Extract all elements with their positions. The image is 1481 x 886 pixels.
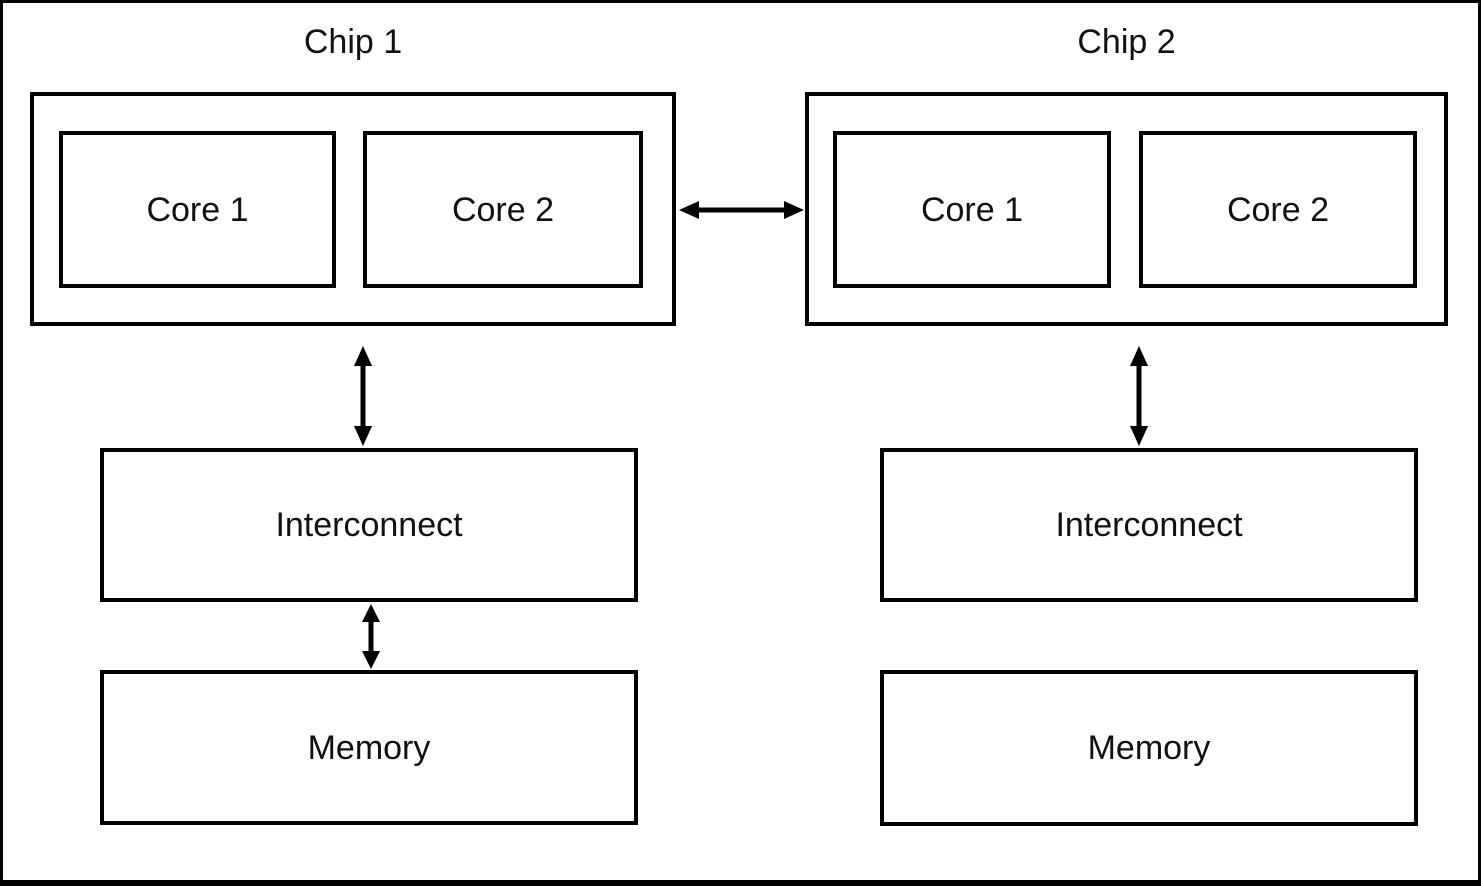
chip1-title: Chip 1 bbox=[303, 23, 403, 61]
chip1-memory-box: Memory bbox=[100, 670, 638, 825]
chip1-chip2-arrow bbox=[679, 201, 804, 219]
chip1-interconnect-label: Interconnect bbox=[275, 506, 463, 544]
chip2-core1-label: Core 1 bbox=[920, 190, 1024, 229]
chip2-title: Chip 2 bbox=[1077, 23, 1176, 61]
chip1-core1-label: Core 1 bbox=[146, 190, 249, 229]
chip2-interconnect-box: Interconnect bbox=[880, 448, 1418, 602]
chip1-interconnect-box: Interconnect bbox=[100, 448, 638, 602]
chip2-memory-box: Memory bbox=[880, 670, 1418, 826]
chip2-core1-box: Core 1 bbox=[833, 131, 1111, 288]
chip1-core2-label: Core 2 bbox=[451, 190, 555, 229]
chip1-core2-box: Core 2 bbox=[363, 131, 643, 288]
interconnect1-memory1-arrow bbox=[362, 604, 380, 669]
chip2-interconnect-label: Interconnect bbox=[1055, 506, 1243, 544]
chip1-interconnect-arrow bbox=[354, 346, 372, 446]
chip2-core2-label: Core 2 bbox=[1226, 190, 1330, 229]
chip2-interconnect-arrow bbox=[1130, 346, 1148, 446]
chip2-box: Core 1 Core 2 bbox=[805, 92, 1448, 326]
chip2-core2-box: Core 2 bbox=[1139, 131, 1417, 288]
chip1-core1-box: Core 1 bbox=[59, 131, 336, 288]
chip2-memory-label: Memory bbox=[1087, 729, 1211, 767]
chip1-memory-label: Memory bbox=[307, 728, 431, 767]
chip1-box: Core 1 Core 2 bbox=[30, 92, 676, 326]
